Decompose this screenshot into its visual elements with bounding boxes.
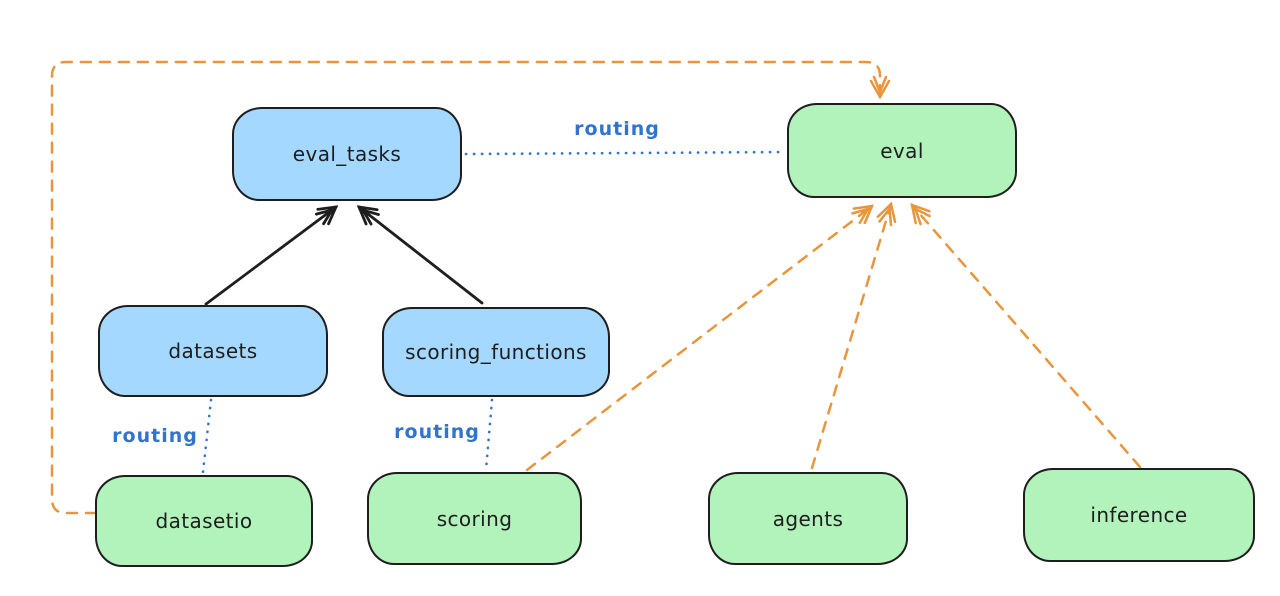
edge-datasetio-to-eval: [50, 60, 891, 515]
node-agents: agents: [708, 472, 908, 565]
node-datasetio: datasetio: [95, 475, 313, 567]
node-label-datasets: datasets: [168, 339, 258, 363]
edge-agents-to-eval: [810, 201, 897, 470]
node-label-eval_tasks: eval_tasks: [292, 142, 402, 166]
edge-label-routing-scoring: routing: [394, 421, 480, 443]
node-eval: eval: [787, 103, 1017, 198]
node-label-datasetio: datasetio: [155, 509, 253, 533]
edge-inference-to-eval: [910, 203, 1142, 469]
edge-label-routing-eval: routing: [574, 118, 660, 140]
edge-label-routing-datasetio: routing: [112, 425, 198, 447]
edge-datasets-to-datasetio-routing: [201, 398, 213, 474]
edge-eval_tasks-to-eval-routing: [464, 150, 787, 156]
node-datasets: datasets: [98, 305, 328, 397]
edge-scoring_functions-to-scoring-routing: [484, 398, 494, 472]
node-scoring_functions: scoring_functions: [382, 307, 610, 397]
node-label-agents: agents: [772, 506, 844, 531]
edge-scoring-to-eval: [525, 204, 875, 472]
node-scoring: scoring: [367, 472, 582, 565]
node-label-eval: eval: [880, 138, 924, 163]
node-inference: inference: [1023, 468, 1255, 562]
edge-scoring_functions-to-eval_tasks: [356, 205, 484, 305]
node-label-inference: inference: [1090, 503, 1188, 527]
node-eval_tasks: eval_tasks: [232, 107, 462, 201]
node-label-scoring: scoring: [436, 506, 513, 531]
node-label-scoring_functions: scoring_functions: [405, 340, 587, 364]
edge-datasets-to-eval_tasks: [204, 205, 339, 306]
